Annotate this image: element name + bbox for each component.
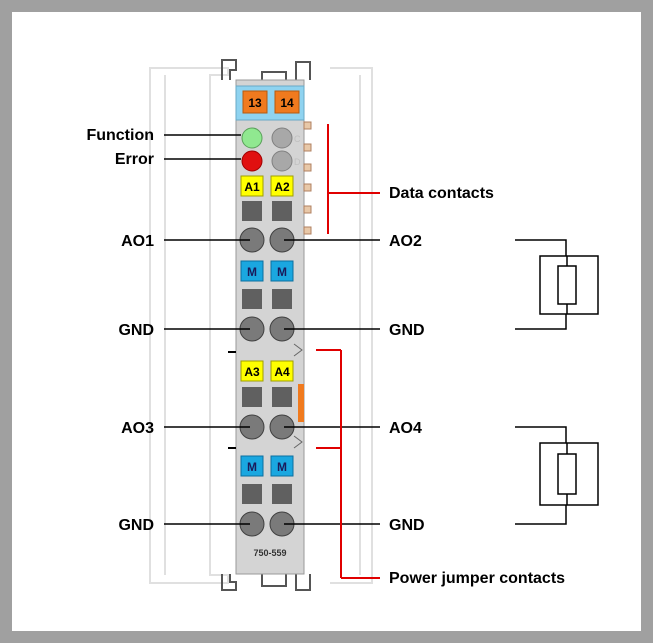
power-jumper-slots	[293, 343, 303, 449]
m-label-3: M	[247, 460, 257, 474]
a4-marker	[270, 360, 294, 382]
release-slots	[242, 201, 292, 504]
m-marker-2	[270, 260, 294, 282]
terminal-clamps	[239, 227, 295, 537]
data-contact-pins	[303, 121, 312, 235]
a3-label: A3	[244, 365, 260, 379]
load-symbol-bottom	[515, 426, 599, 525]
data-contacts-callout	[327, 124, 380, 234]
power-jumper-orange-bar	[298, 384, 304, 422]
m-marker-3	[240, 455, 264, 477]
terminal-14-label: 14	[280, 96, 294, 110]
leader-lines	[164, 134, 380, 525]
function-label: Function	[86, 127, 154, 144]
a4-label: A4	[274, 365, 290, 379]
terminal-13-label: 13	[248, 96, 262, 110]
function-led	[241, 127, 263, 149]
ao4-label: AO4	[389, 420, 422, 437]
load-symbol-top	[515, 239, 599, 330]
led-c	[271, 127, 293, 149]
m-marker-4	[270, 455, 294, 477]
gnd-label-left-1: GND	[118, 322, 154, 339]
m-marker-1	[240, 260, 264, 282]
module-clips	[221, 59, 311, 591]
a1-marker	[240, 175, 264, 197]
power-jumper-callout	[316, 349, 380, 579]
gnd-label-right-1: GND	[389, 322, 425, 339]
a3-marker	[240, 360, 264, 382]
gnd-label-left-2: GND	[118, 517, 154, 534]
led-c-label: C	[294, 134, 301, 144]
error-led	[241, 150, 263, 172]
data-contacts-label: Data contacts	[389, 185, 494, 202]
ao3-label: AO3	[121, 420, 154, 437]
a2-label: A2	[274, 180, 290, 194]
error-label: Error	[115, 151, 154, 168]
m-label-4: M	[277, 460, 287, 474]
ao1-label: AO1	[121, 233, 154, 250]
terminal-14-box	[274, 90, 300, 114]
m-label-1: M	[247, 265, 257, 279]
led-d-label: D	[294, 157, 301, 167]
m-label-2: M	[277, 265, 287, 279]
part-number: 750-559	[253, 548, 286, 558]
gnd-label-right-2: GND	[389, 517, 425, 534]
ao2-label: AO2	[389, 233, 422, 250]
terminal-13-box	[242, 90, 268, 114]
a2-marker	[270, 175, 294, 197]
separator-ticks	[228, 351, 236, 449]
led-d	[271, 150, 293, 172]
a1-label: A1	[244, 180, 260, 194]
power-jumper-contacts-label: Power jumper contacts	[389, 570, 565, 587]
